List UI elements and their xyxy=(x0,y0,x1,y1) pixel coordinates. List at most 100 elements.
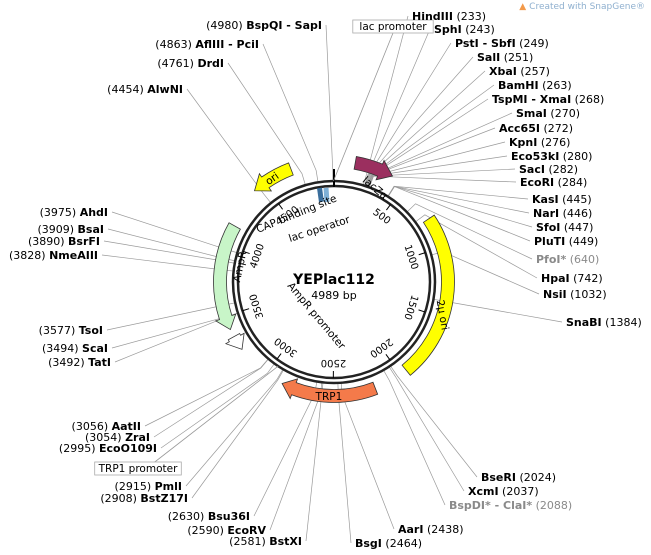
tick-label-4000: 4000 xyxy=(248,242,267,270)
feature-ori-arrow xyxy=(253,162,294,192)
feature-ampr-promoter-arrow xyxy=(224,332,245,350)
plasmid-name: YEPlac112 xyxy=(292,272,375,288)
tick-label-3000: 3000 xyxy=(273,335,300,359)
site-name-sphi: SphI xyxy=(434,23,462,36)
lac-operator-mark xyxy=(323,187,330,203)
site-label-pluti: PluTI (449) xyxy=(534,235,598,248)
plasmid-length: 4989 bp xyxy=(311,289,356,302)
site-label-ecorv: (2590) EcoRV xyxy=(187,524,266,537)
site-position-ahdi: (3975) xyxy=(40,206,80,219)
site-name-ecori: EcoRI xyxy=(520,176,554,189)
tick-mark-4000 xyxy=(242,250,250,255)
site-position-smai: (270) xyxy=(547,107,580,120)
cap-binding-site-mark xyxy=(317,187,324,203)
site-position-scai: (3494) xyxy=(42,342,82,355)
site-label-ahdi: (3975) AhdI xyxy=(40,206,108,219)
tick-mark-1500 xyxy=(418,309,426,313)
site-line-drdi xyxy=(227,62,306,186)
site-line-sphi xyxy=(364,28,431,186)
site-label-tspmi-xmai: TspMI - XmaI (268) xyxy=(492,93,604,106)
site-position-bstxi: (2581) xyxy=(229,535,269,548)
site-line-hindiii xyxy=(362,15,409,186)
site-label-bsai: (3909) BsaI xyxy=(37,223,104,236)
site-label-scai: (3494) ScaI xyxy=(42,342,108,355)
site-position-bstz17i: (2908) xyxy=(100,492,140,505)
site-position-snabi: (1384) xyxy=(602,316,642,329)
site-label-sali: SalI (251) xyxy=(477,51,533,64)
snapgene-credit: ▲Created with SnapGene® xyxy=(519,2,645,12)
site-label-xcmi: XcmI (2037) xyxy=(468,485,539,498)
site-position-aatii: (3056) xyxy=(72,420,112,433)
site-name-tati: TatI xyxy=(88,356,111,369)
site-name-bsu36i: Bsu36I xyxy=(208,510,250,523)
site-position-pluti: (449) xyxy=(565,235,598,248)
site-name-sali: SalI xyxy=(477,51,500,64)
site-line-alwni xyxy=(186,88,272,204)
trp1-promoter-box xyxy=(94,461,182,476)
feature-two-mu-ori-arrow xyxy=(401,214,455,376)
site-name-eco53ki: Eco53kI xyxy=(511,150,559,163)
site-label-aatii: (3056) AatII xyxy=(72,420,141,433)
site-label-ecori: EcoRI (284) xyxy=(520,176,587,189)
trp1-promoter-leader-line xyxy=(137,365,279,476)
tick-mark-500 xyxy=(386,204,391,211)
site-label-snabi: SnaBI (1384) xyxy=(566,316,642,329)
site-name-sfoi: SfoI xyxy=(536,221,560,234)
site-name-pmli: PmlI xyxy=(155,480,182,493)
site-position-drdi: (4761) xyxy=(157,57,197,70)
site-label-saci: SacI (282) xyxy=(519,163,578,176)
site-position-xbai: (257) xyxy=(517,65,550,78)
cap-lac-operator-marks xyxy=(317,187,330,203)
site-label-bstz17i: (2908) BstZ17I xyxy=(100,492,188,505)
tick-mark-3000 xyxy=(276,353,282,360)
site-label-xbai: XbaI (257) xyxy=(489,65,550,78)
site-label-bseri: BseRI (2024) xyxy=(481,471,556,484)
tick-label-3500: 3500 xyxy=(248,292,266,320)
site-line-acc65i xyxy=(367,127,496,187)
site-position-sphi: (243) xyxy=(462,23,495,36)
site-line-bspqi-sapi xyxy=(325,24,334,182)
site-name-bspdi-clai: BspDI* - ClaI* xyxy=(449,499,532,512)
tick-label-1500: 1500 xyxy=(401,293,419,321)
site-label-nari: NarI (446) xyxy=(533,207,592,220)
site-line-ecorv xyxy=(269,382,323,531)
tick-label-500: 500 xyxy=(370,207,392,227)
site-name-xcmi: XcmI xyxy=(468,485,499,498)
lac-promoter-box xyxy=(352,19,434,34)
site-position-pfoi: (640) xyxy=(566,253,599,266)
tick-label-2000: 2000 xyxy=(367,335,394,359)
site-line-bsu36i xyxy=(253,381,318,517)
site-label-smai: SmaI (270) xyxy=(516,107,580,120)
site-name-hpai: HpaI xyxy=(541,272,570,285)
site-name-psti-sbfi: PstI - SbfI xyxy=(455,37,516,50)
site-name-kpni: KpnI xyxy=(509,136,537,149)
site-label-tati: (3492) TatI xyxy=(48,356,111,369)
site-position-ecoo109i: (2995) xyxy=(59,442,99,455)
site-line-bsgi xyxy=(337,382,352,544)
site-line-zrai xyxy=(153,358,269,438)
site-name-nsii: NsiI xyxy=(543,288,567,301)
site-line-saci xyxy=(368,168,516,188)
site-line-bstz17i xyxy=(191,369,285,499)
site-line-afliii-pcii xyxy=(262,43,319,183)
site-label-ecoo109i: (2995) EcoO109I xyxy=(59,442,157,455)
site-name-pfoi: PfoI* xyxy=(536,253,566,266)
site-name-nari: NarI xyxy=(533,207,559,220)
site-position-aari: (2438) xyxy=(423,523,463,536)
site-position-bspdi-clai: (2088) xyxy=(532,499,572,512)
site-label-acc65i: Acc65I (272) xyxy=(499,122,573,135)
site-line-pmli xyxy=(185,368,284,487)
site-position-bspqi-sapi: (4980) xyxy=(206,19,246,32)
feature-two-mu-ori-label: 2µ ori xyxy=(434,299,451,331)
site-line-kpni xyxy=(368,141,506,188)
site-position-pmli: (2915) xyxy=(115,480,155,493)
site-name-kasi: KasI xyxy=(532,193,559,206)
site-name-tspmi-xmai: TspMI - XmaI xyxy=(492,93,571,106)
feature-ampr-arrow xyxy=(213,222,241,331)
lac-promoter-label: lac promoter xyxy=(359,21,427,33)
site-name-aatii: AatII xyxy=(112,420,141,433)
site-line-bspdi-clai xyxy=(383,369,446,506)
site-line-hpai xyxy=(415,214,538,279)
